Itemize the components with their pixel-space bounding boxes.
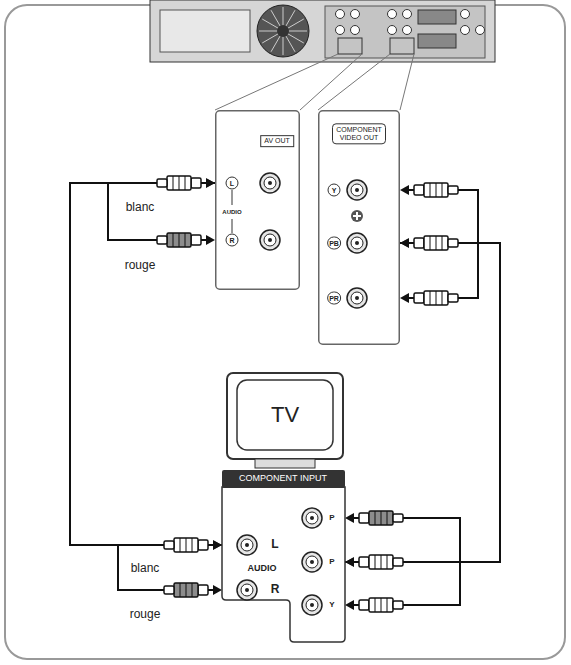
cable <box>118 545 164 590</box>
outer-frame <box>5 5 565 659</box>
cable <box>458 190 478 298</box>
node-outline <box>318 110 400 345</box>
jack-letter: L <box>226 177 239 190</box>
jack-letter: R <box>271 583 280 596</box>
node-outline <box>222 470 345 642</box>
recorder-back <box>150 0 495 62</box>
rca-plug <box>400 291 458 305</box>
rca-plug <box>345 511 403 525</box>
jack-letter: P <box>329 558 334 567</box>
callout-lines <box>215 54 414 110</box>
jack-letter: L <box>271 538 278 551</box>
jack-letter: Y <box>329 601 334 610</box>
port-label: AUDIO <box>222 209 241 216</box>
cable-color-label: blanc <box>130 561 161 575</box>
cable-connector <box>70 183 222 545</box>
rca-plug <box>345 555 403 569</box>
jack-letter: P <box>329 514 334 523</box>
cable <box>108 183 157 240</box>
rca-plug <box>157 233 215 247</box>
cable-color-label: rouge <box>129 607 162 621</box>
rca-plug <box>164 583 222 597</box>
port-title: AV OUT <box>260 135 294 147</box>
rca-plug <box>400 183 458 197</box>
callout-panel: AV OUT L AUDIO R <box>215 110 300 290</box>
jack-letter: PR <box>327 292 341 305</box>
panel-title: COMPONENT INPUT <box>239 474 327 484</box>
cable-color-label: blanc <box>125 200 156 214</box>
cable-color-label: rouge <box>124 258 157 272</box>
tv-label: TV <box>271 403 299 427</box>
rca-plug <box>164 538 222 552</box>
tv-set: TV <box>225 372 345 470</box>
jack-letter: R <box>226 234 239 247</box>
callout-panel: COMPONENT VIDEO OUT Y PB PR <box>318 110 400 345</box>
input-panel: COMPONENT INPUT L AUDIO R P P Y <box>222 470 345 642</box>
rca-plug <box>345 598 403 612</box>
port-title: COMPONENT VIDEO OUT <box>332 123 386 144</box>
rca-plug <box>400 236 458 250</box>
port-label: AUDIO <box>248 564 277 574</box>
jack-letter: PB <box>327 237 341 250</box>
rca-plug <box>157 176 215 190</box>
jack-letter: Y <box>328 184 341 197</box>
cable <box>403 518 460 605</box>
